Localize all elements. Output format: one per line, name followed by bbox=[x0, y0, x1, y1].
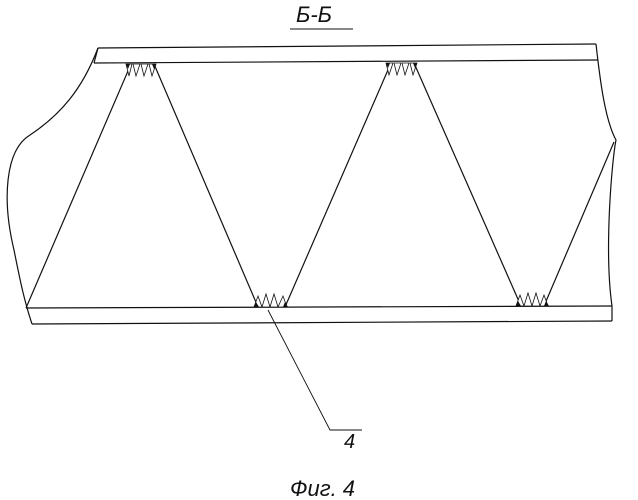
weld-marks-bottom-left bbox=[254, 294, 288, 307]
truss-web bbox=[26, 63, 614, 308]
right-break-line bbox=[596, 44, 616, 306]
callout-label: 4 bbox=[344, 431, 355, 453]
callout-leader-line bbox=[268, 310, 362, 430]
top-plate bbox=[94, 44, 598, 63]
figure-caption: Фиг. 4 bbox=[290, 476, 355, 500]
left-break-line bbox=[7, 48, 98, 324]
bottom-plate bbox=[26, 306, 612, 324]
weld-marks-top-left bbox=[126, 64, 156, 76]
weld-marks-bottom-right bbox=[516, 293, 549, 306]
section-title: Б-Б bbox=[296, 2, 332, 27]
weld-marks-top-right bbox=[386, 63, 417, 75]
